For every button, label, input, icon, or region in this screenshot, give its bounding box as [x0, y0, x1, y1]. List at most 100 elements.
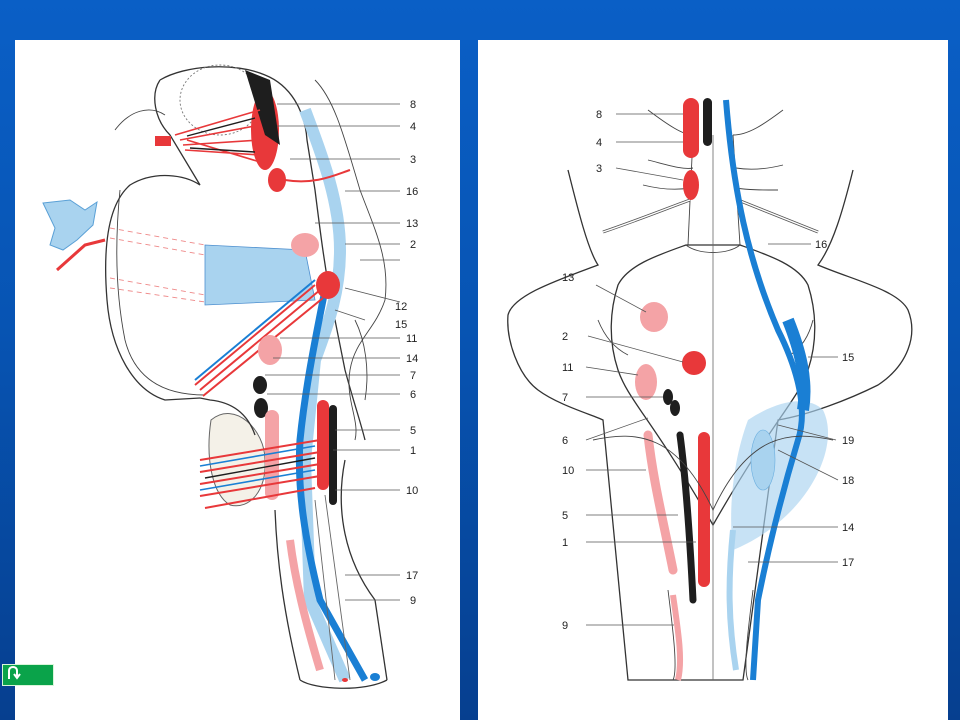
label-6: 6 — [410, 389, 416, 401]
label-3: 3 — [596, 163, 602, 175]
label-7: 7 — [562, 392, 568, 404]
label-8: 8 — [596, 109, 602, 121]
nucleus-5 — [676, 431, 697, 604]
cerebellar-peduncle-lines — [597, 319, 814, 356]
label-10: 10 — [406, 485, 418, 497]
label-13: 13 — [562, 272, 574, 284]
label-14: 14 — [406, 353, 418, 365]
label-8: 8 — [410, 99, 416, 111]
nucleus-6 — [670, 400, 680, 416]
left-leader-lines — [265, 103, 401, 601]
trigeminal-blue — [194, 279, 316, 381]
nucleus-4 — [683, 98, 699, 158]
right-leader-lines — [585, 113, 839, 626]
black-fibers — [186, 117, 256, 153]
colliculi-right — [732, 109, 784, 191]
left-red-fiber — [56, 238, 106, 272]
label-15: 15 — [395, 319, 407, 331]
label-12: 12 — [395, 301, 407, 313]
nucleus-18 — [750, 429, 776, 491]
ventral-outline — [105, 79, 201, 401]
dorsal-view-panel: 8 4 3 16 13 2 11 7 6 10 5 1 9 15 19 18 1… — [478, 40, 948, 720]
label-5: 5 — [562, 510, 568, 522]
lateral-brainstem-diagram: 8 4 3 16 13 2 12 15 11 14 7 6 5 1 10 17 … — [42, 64, 418, 689]
light-blue-tract — [298, 107, 351, 683]
nucleus-10 — [643, 430, 678, 575]
label-7: 7 — [410, 370, 416, 382]
label-14: 14 — [842, 522, 854, 534]
nucleus-3 — [683, 170, 699, 200]
light-blue-tract-low — [726, 529, 739, 671]
label-9: 9 — [410, 595, 416, 607]
label-11: 11 — [406, 333, 417, 345]
label-15: 15 — [842, 352, 854, 364]
oculomotor-fibers — [174, 109, 271, 166]
nucleus-13 — [640, 302, 668, 332]
lateral-view-panel: 8 4 3 16 13 2 12 15 11 14 7 6 5 1 10 17 … — [15, 40, 460, 720]
peduncle-band — [204, 244, 316, 306]
dashed-fibers — [109, 227, 206, 303]
cut-blue — [370, 673, 380, 681]
nucleus-2 — [316, 271, 340, 299]
nucleus-11 — [635, 364, 657, 400]
vagus-fibers — [199, 439, 321, 509]
label-10: 10 — [562, 465, 574, 477]
label-11: 11 — [562, 362, 573, 374]
medulla-bottom — [299, 679, 388, 689]
label-4: 4 — [410, 121, 416, 133]
label-18: 18 — [842, 475, 854, 487]
optic-tract-blue — [42, 199, 98, 251]
cerebellar-line — [354, 319, 368, 401]
nucleus-8 — [703, 98, 712, 146]
u-turn-icon — [8, 665, 21, 680]
dorsal-outline — [159, 66, 366, 441]
label-9: 9 — [562, 620, 568, 632]
spinal-pink — [286, 539, 324, 672]
label-16: 16 — [406, 186, 418, 198]
nucleus-13 — [291, 233, 319, 257]
dorsal-profile — [314, 79, 387, 441]
label-13: 13 — [406, 218, 418, 230]
label-5: 5 — [410, 425, 416, 437]
label-17: 17 — [842, 557, 854, 569]
spinal-lines — [314, 494, 351, 681]
dorsal-brainstem-diagram: 8 4 3 16 13 2 11 7 6 10 5 1 9 15 19 18 1… — [507, 98, 913, 681]
label-2: 2 — [410, 239, 416, 251]
nucleus-7 — [663, 389, 673, 405]
dorsal-outline — [507, 169, 913, 681]
label-6: 6 — [562, 435, 568, 447]
medulla-lines — [667, 589, 754, 681]
label-16: 16 — [815, 239, 827, 251]
obex-lines — [592, 435, 834, 512]
label-1: 1 — [562, 537, 568, 549]
label-1: 1 — [410, 445, 416, 457]
nucleus-3 — [268, 168, 286, 192]
nucleus-8 — [245, 70, 280, 145]
trochlear-left-inner — [602, 199, 691, 233]
medulla-outline — [199, 397, 388, 681]
label-3: 3 — [410, 154, 416, 166]
nucleus-1 — [698, 432, 710, 587]
trochlear-fiber — [284, 169, 351, 183]
label-19: 19 — [842, 435, 854, 447]
label-2: 2 — [562, 331, 568, 343]
label-17: 17 — [406, 570, 418, 582]
main-blue-tract — [723, 99, 805, 681]
optic-outline — [114, 109, 166, 131]
nerve-stub — [155, 136, 171, 146]
nucleus-2 — [682, 351, 706, 375]
trochlear-right-inner — [737, 199, 819, 233]
nucleus-9 — [670, 594, 684, 681]
inner-ventral-line — [116, 189, 206, 396]
nucleus-6 — [254, 398, 268, 418]
back-button[interactable] — [2, 664, 54, 686]
nucleus-7 — [253, 376, 267, 394]
cut-red — [342, 678, 348, 682]
nucleus-11 — [258, 335, 282, 365]
label-4: 4 — [596, 137, 602, 149]
vagus-black-fiber — [204, 457, 316, 479]
vagus-blue-fibers — [199, 445, 316, 491]
light-blue-area — [731, 401, 828, 550]
nucleus-15 — [782, 317, 811, 411]
nucleus-1 — [317, 400, 329, 490]
